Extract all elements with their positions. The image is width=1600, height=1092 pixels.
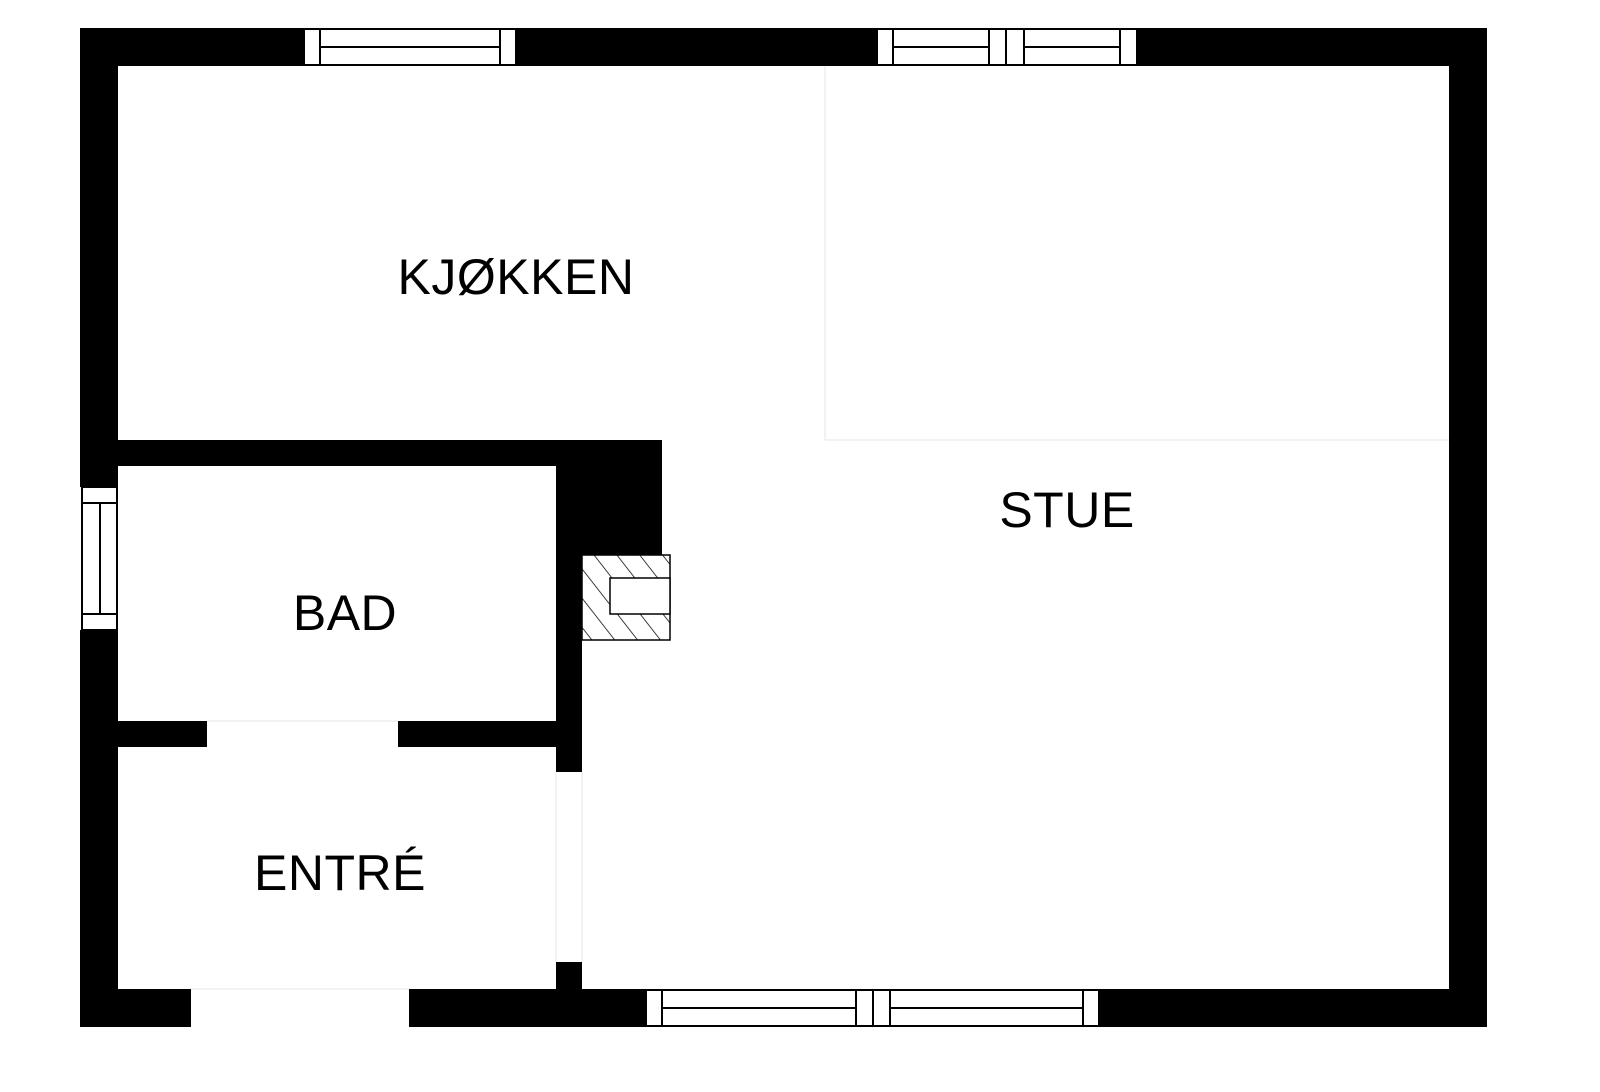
- window-left: [81, 486, 118, 631]
- interior-walls: [80, 440, 662, 1027]
- outer-walls: [80, 28, 1487, 1027]
- chimney: [581, 554, 671, 641]
- window-top-right: [876, 28, 1138, 66]
- room-label-bad: BAD: [292, 585, 398, 641]
- kitchen-area-divider: [824, 66, 1449, 441]
- window-top-left: [303, 28, 517, 66]
- window-bottom: [645, 989, 1100, 1027]
- door-openings: [191, 720, 583, 990]
- room-label-entre: ENTRÉ: [254, 845, 426, 901]
- room-label-kjokken: KJØKKEN: [397, 249, 635, 305]
- room-label-stue: STUE: [999, 482, 1135, 538]
